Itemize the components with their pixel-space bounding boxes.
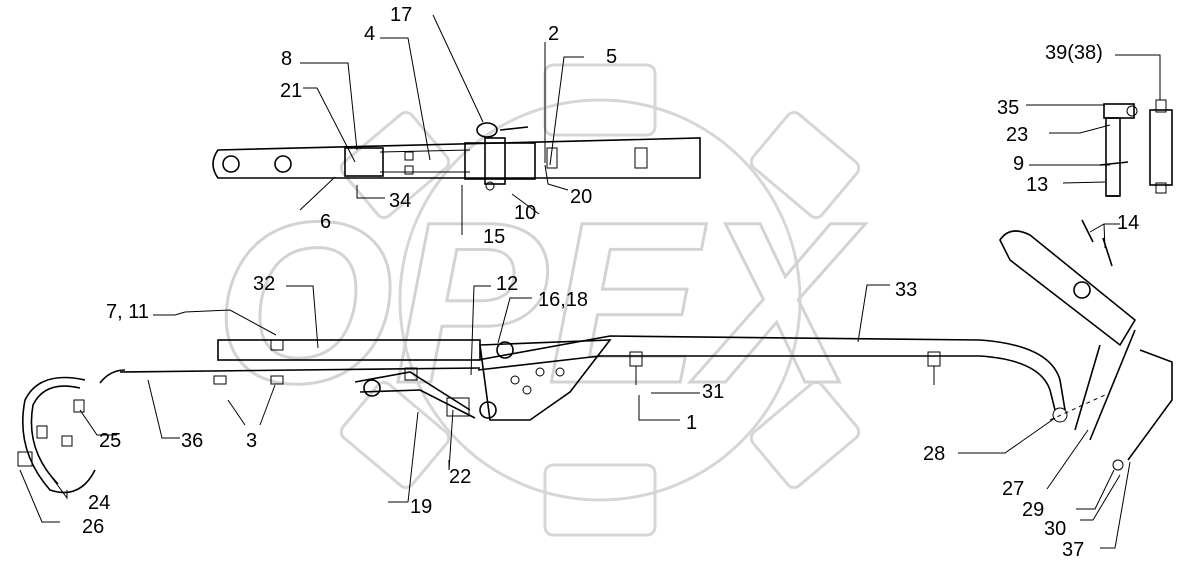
callout-14: 14 [1117, 212, 1139, 234]
callouts: 17 4 2 5 8 21 34 6 10 20 15 39(38) 35 23… [82, 4, 1139, 561]
callout-8: 8 [281, 48, 292, 70]
callout-13: 13 [1026, 174, 1048, 196]
callout-36: 36 [181, 430, 203, 452]
callout-37: 37 [1062, 539, 1084, 561]
callout-12: 12 [496, 273, 518, 295]
callout-16-18: 16,18 [538, 289, 588, 311]
callout-21: 21 [280, 80, 302, 102]
pin-detail [1099, 99, 1173, 197]
callout-2: 2 [548, 23, 559, 45]
watermark-gear [339, 63, 861, 537]
leader-lines [19, 14, 1161, 549]
callout-7-11: 7, 11 [106, 301, 149, 323]
watermark: OPEX [214, 63, 867, 537]
callout-24: 24 [88, 492, 110, 514]
callout-35: 35 [997, 97, 1019, 119]
main-assembly [99, 335, 1066, 421]
hose-assembly [17, 376, 96, 494]
callout-4: 4 [364, 23, 375, 45]
callout-33: 33 [895, 279, 917, 301]
callout-23: 23 [1006, 124, 1028, 146]
callout-5: 5 [606, 46, 617, 68]
top-bar-assembly [212, 122, 701, 191]
pins-14 [1081, 219, 1113, 267]
callout-32: 32 [253, 273, 275, 295]
callout-19: 19 [410, 496, 432, 518]
callout-15: 15 [483, 226, 505, 248]
callout-1: 1 [686, 412, 697, 434]
callout-26: 26 [82, 516, 104, 538]
callout-25: 25 [99, 430, 121, 452]
callout-39-38: 39(38) [1045, 42, 1103, 64]
callout-17: 17 [390, 4, 412, 26]
loop-handle [999, 230, 1173, 471]
callout-3: 3 [246, 430, 257, 452]
callout-20: 20 [570, 186, 592, 208]
callout-30: 30 [1044, 518, 1066, 540]
callout-9: 9 [1013, 153, 1024, 175]
callout-27: 27 [1002, 478, 1024, 500]
callout-28: 28 [923, 443, 945, 465]
callout-10: 10 [514, 202, 536, 224]
callout-22: 22 [449, 466, 471, 488]
callout-6: 6 [320, 211, 331, 233]
callout-29: 29 [1022, 499, 1044, 521]
callout-31: 31 [702, 381, 724, 403]
watermark-text: OPEX [215, 174, 866, 431]
callout-34: 34 [389, 190, 411, 212]
